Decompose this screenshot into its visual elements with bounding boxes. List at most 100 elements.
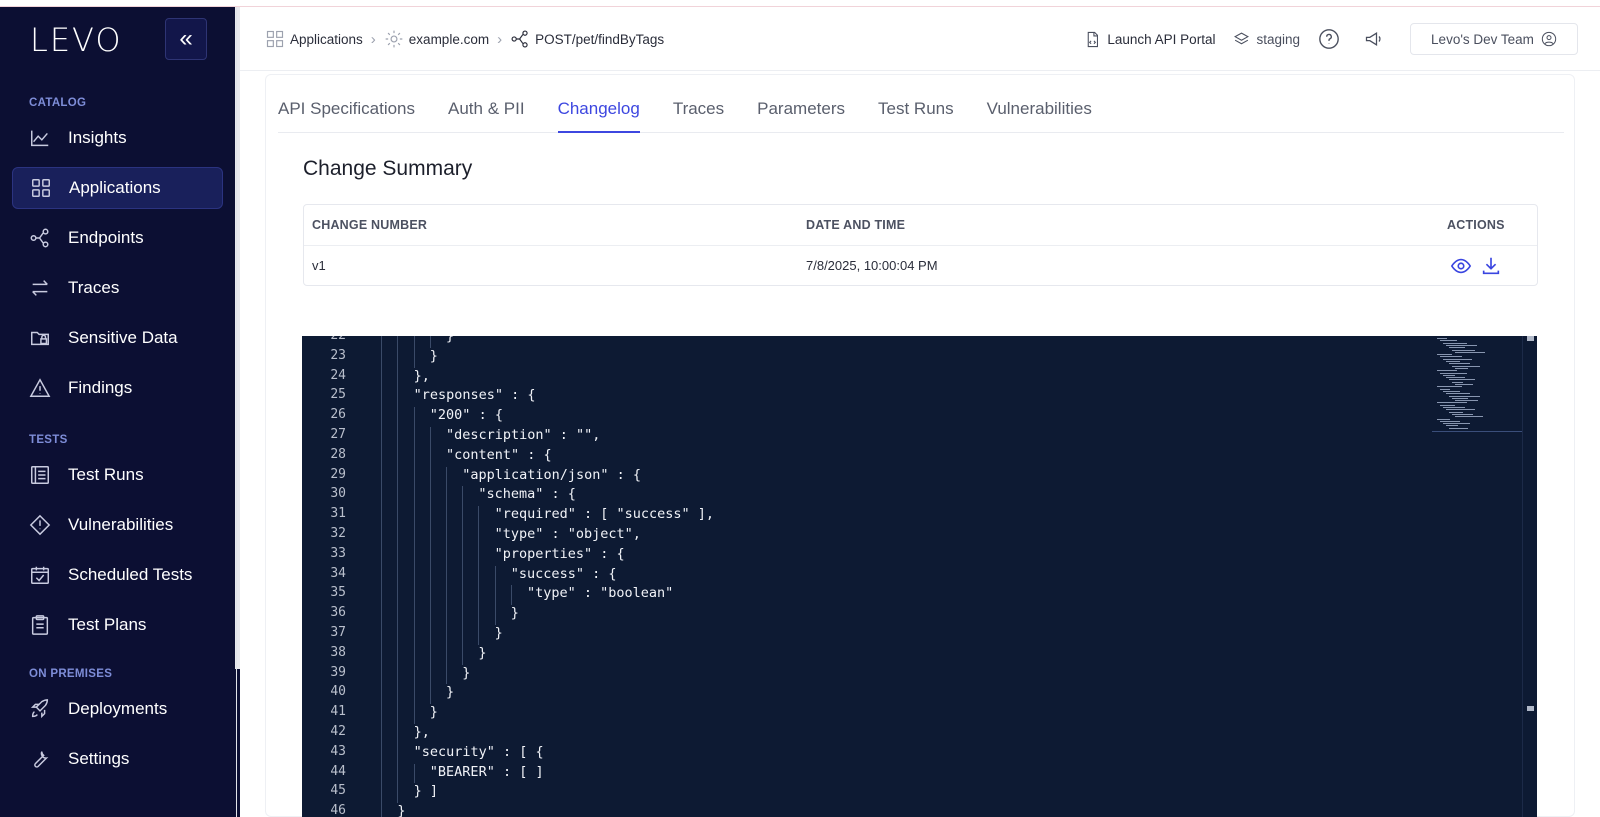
editor-scrollbar[interactable] xyxy=(1522,336,1537,817)
editor-minimap[interactable] xyxy=(1432,336,1522,432)
minimap-line xyxy=(1452,413,1473,415)
calendar-check-icon xyxy=(28,563,52,587)
line-number: 43 xyxy=(330,743,346,759)
indent-guide xyxy=(494,585,496,606)
minimap-line xyxy=(1437,418,1450,420)
code-text: "content" : { xyxy=(446,446,552,463)
code-line: 39} xyxy=(302,664,1537,685)
indent-guide xyxy=(429,526,431,546)
breadcrumb-endpoint[interactable]: POST/pet/findByTags xyxy=(510,29,664,49)
tab-api-specifications[interactable]: API Specifications xyxy=(278,99,416,118)
code-text: } xyxy=(446,684,455,701)
megaphone-icon xyxy=(1365,32,1381,46)
indent-guide xyxy=(413,336,415,348)
view-change-button[interactable] xyxy=(1450,255,1472,277)
breadcrumb-domain[interactable]: example.com xyxy=(384,29,489,49)
sidebar-item-label: Endpoints xyxy=(68,228,144,247)
sidebar-item-settings[interactable]: Settings xyxy=(12,738,223,780)
indent-guide xyxy=(381,336,383,348)
tab-parameters[interactable]: Parameters xyxy=(757,99,846,118)
minimap-line xyxy=(1437,402,1467,404)
code-text: "schema" : { xyxy=(478,486,576,503)
collapse-sidebar-button[interactable]: « xyxy=(165,18,207,60)
indent-guide xyxy=(478,545,480,566)
tab-test-runs[interactable]: Test Runs xyxy=(878,99,954,118)
team-selector-button[interactable]: Levo's Dev Team xyxy=(1410,23,1578,55)
indent-guide xyxy=(397,526,399,546)
sidebar-item-findings[interactable]: Findings xyxy=(12,367,223,409)
changelog-code-editor[interactable]: 22}23}24},25"responses" : {26"200" : {27… xyxy=(302,336,1537,817)
indent-guide xyxy=(446,585,447,606)
header-divider xyxy=(304,245,1537,246)
sidebar-item-insights[interactable]: Insights xyxy=(12,117,223,159)
code-text: "description" : "", xyxy=(446,427,601,443)
code-text: } ] xyxy=(413,783,438,800)
sidebar-item-scheduled-tests[interactable]: Scheduled Tests xyxy=(12,554,223,596)
code-line: 36} xyxy=(302,605,1537,625)
sidebar-item-label: Vulnerabilities xyxy=(68,515,174,534)
launch-api-portal-label: Launch API Portal xyxy=(1107,31,1216,47)
breadcrumb-applications[interactable]: Applications xyxy=(265,29,363,49)
indent-guide xyxy=(462,565,464,586)
sidebar-item-vulnerabilities[interactable]: Vulnerabilities xyxy=(12,504,223,546)
code-text: "200" : { xyxy=(429,407,503,424)
line-number: 41 xyxy=(330,704,346,720)
indent-guide xyxy=(478,506,480,526)
tab-changelog[interactable]: Changelog xyxy=(557,95,640,133)
sidebar-scrollbar[interactable] xyxy=(235,7,240,669)
indent-guide xyxy=(381,743,383,764)
indent-guide xyxy=(381,347,383,368)
indent-guide xyxy=(381,684,383,705)
sidebar-item-test-runs[interactable]: Test Runs xyxy=(12,454,223,496)
tab-auth-pii[interactable]: Auth & PII xyxy=(448,99,525,118)
indent-guide xyxy=(381,625,383,645)
cell-change-number: v1 xyxy=(312,258,326,273)
indent-guide xyxy=(478,625,480,645)
indent-guide xyxy=(413,625,415,645)
indent-guide xyxy=(413,407,415,427)
indent-guide xyxy=(397,724,399,744)
sidebar-item-traces[interactable]: Traces xyxy=(12,267,223,309)
minimap-line xyxy=(1443,358,1472,360)
indent-guide xyxy=(429,664,431,685)
indent-guide xyxy=(446,625,447,645)
line-number: 33 xyxy=(330,545,346,561)
indent-guide xyxy=(397,466,399,487)
indent-guide xyxy=(397,545,399,566)
code-line: 24}, xyxy=(302,367,1537,388)
indent-guide xyxy=(381,427,383,447)
indent-guide xyxy=(397,387,399,408)
endpoints-icon xyxy=(28,226,52,250)
indent-guide xyxy=(413,545,415,566)
indent-guide xyxy=(413,684,415,705)
download-change-button[interactable] xyxy=(1480,255,1502,277)
environment-selector[interactable]: staging xyxy=(1233,31,1300,48)
sidebar-item-label: Test Plans xyxy=(68,615,147,634)
announcements-button[interactable] xyxy=(1364,29,1390,49)
sidebar-item-deployments[interactable]: Deployments xyxy=(12,688,223,730)
indent-guide xyxy=(381,704,383,724)
tab-vulnerabilities[interactable]: Vulnerabilities xyxy=(986,99,1092,118)
levo-logo[interactable]: LEVO xyxy=(30,21,123,59)
sidebar-item-applications[interactable]: Applications xyxy=(12,167,223,209)
indent-guide xyxy=(446,506,447,526)
help-button[interactable] xyxy=(1318,28,1346,50)
sidebar-item-endpoints[interactable]: Endpoints xyxy=(12,217,223,259)
code-text: "responses" : { xyxy=(413,387,536,404)
launch-api-portal-button[interactable]: Launch API Portal xyxy=(1084,31,1215,48)
grid-icon xyxy=(266,30,284,48)
tab-traces[interactable]: Traces xyxy=(672,99,725,118)
indent-guide xyxy=(381,486,383,507)
sidebar-item-sensitive-data[interactable]: Sensitive Data xyxy=(12,317,223,359)
indent-guide xyxy=(478,605,480,625)
minimap-line xyxy=(1449,427,1468,429)
clipboard-icon xyxy=(28,613,52,637)
code-text: "application/json" : { xyxy=(462,466,641,483)
line-number: 23 xyxy=(330,347,346,363)
minimap-line xyxy=(1449,379,1475,381)
tab-bar: API Specifications Auth & PII Changelog … xyxy=(278,95,1564,133)
grid-icon xyxy=(29,176,53,200)
line-number: 22 xyxy=(302,336,346,343)
sidebar-item-test-plans[interactable]: Test Plans xyxy=(12,604,223,646)
code-line: 40} xyxy=(302,684,1537,705)
